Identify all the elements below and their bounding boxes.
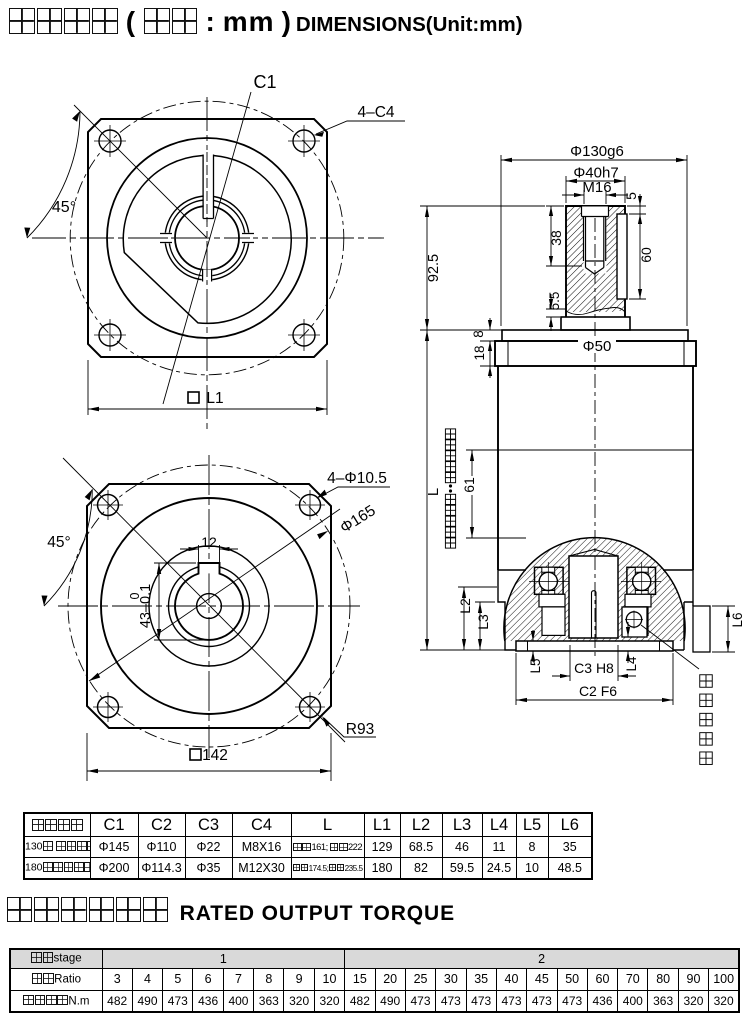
svg-text:L3: L3: [475, 614, 491, 630]
svg-text:60: 60: [638, 247, 654, 263]
svg-text:Φ40h7: Φ40h7: [573, 165, 618, 182]
svg-text:4–C4: 4–C4: [357, 104, 394, 121]
svg-text:L: L: [426, 488, 442, 496]
svg-text:4–Φ10.5: 4–Φ10.5: [327, 470, 387, 487]
svg-text:18: 18: [472, 345, 487, 360]
svg-text:61: 61: [461, 477, 477, 493]
svg-text:C2 F6: C2 F6: [579, 683, 617, 699]
svg-text:Φ50: Φ50: [583, 338, 612, 355]
svg-text:L6: L6: [730, 612, 745, 627]
svg-text:12: 12: [201, 534, 217, 550]
svg-text:L1: L1: [206, 390, 223, 407]
svg-text:5: 5: [623, 192, 639, 200]
svg-text:43–0.1: 43–0.1: [138, 584, 154, 628]
svg-text:Φ165: Φ165: [337, 502, 378, 537]
svg-text:5.5: 5.5: [547, 292, 562, 311]
svg-text:C3 H8: C3 H8: [574, 660, 614, 676]
svg-text:C1: C1: [253, 72, 276, 92]
svg-text:38: 38: [548, 230, 564, 246]
svg-text:0: 0: [128, 592, 142, 599]
svg-text:Φ130g6: Φ130g6: [570, 143, 624, 160]
svg-text:L5: L5: [528, 658, 543, 673]
svg-text:L2: L2: [457, 598, 473, 614]
svg-text:45°: 45°: [52, 199, 76, 216]
svg-text:45°: 45°: [47, 534, 70, 551]
svg-text:8: 8: [471, 330, 486, 338]
svg-text:R93: R93: [346, 721, 374, 738]
svg-text:92.5: 92.5: [426, 254, 442, 282]
svg-text:L4: L4: [624, 656, 639, 672]
svg-text:142: 142: [202, 747, 228, 764]
svg-text:M16: M16: [582, 179, 611, 196]
